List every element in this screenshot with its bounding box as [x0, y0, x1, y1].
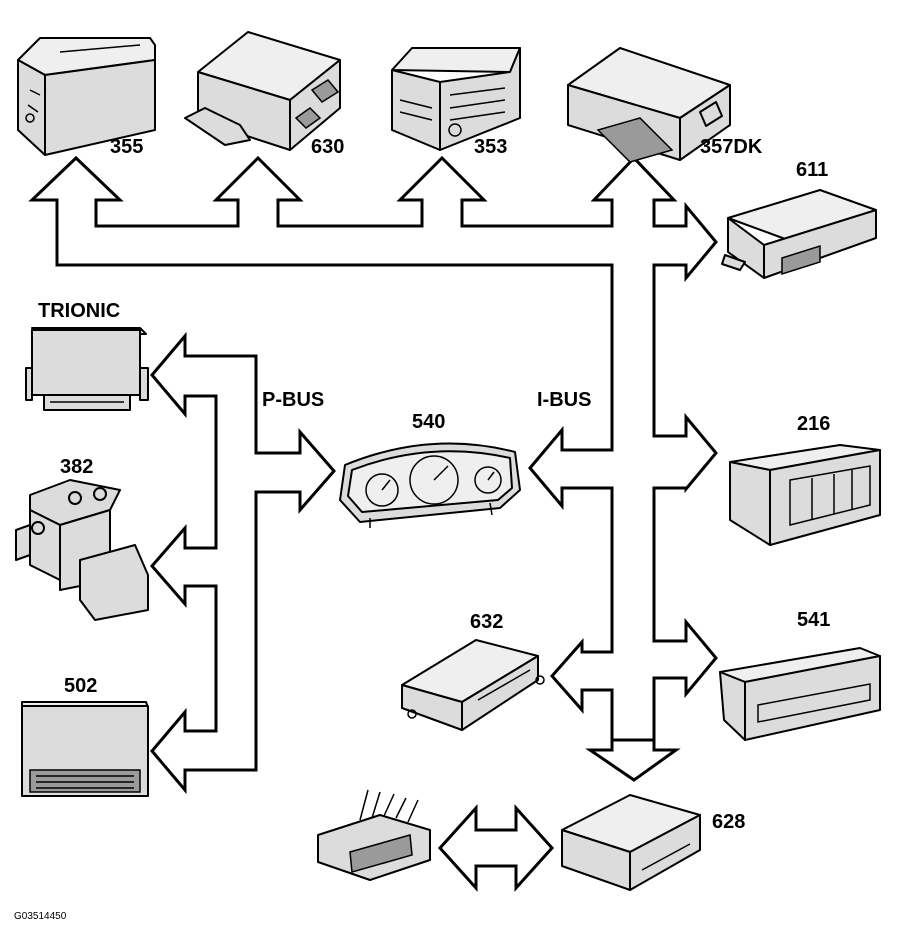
label-353: 353 — [474, 136, 508, 158]
pbus-arrow — [150, 331, 336, 795]
module-541 — [719, 647, 881, 741]
label-502: 502 — [64, 675, 98, 697]
label-382: 382 — [60, 456, 94, 478]
ibus-main-arrow — [28, 155, 718, 742]
module-355 — [17, 37, 156, 156]
label-355: 355 — [110, 136, 144, 158]
label-pbus: P-BUS — [262, 389, 325, 411]
diagnostic-double-arrow — [437, 804, 555, 892]
module-357dk — [567, 47, 731, 163]
module-540-instrument-cluster — [339, 442, 521, 528]
label-541: 541 — [797, 609, 831, 631]
module-382 — [15, 479, 149, 621]
module-632 — [401, 639, 545, 731]
module-630 — [184, 31, 341, 151]
module-611 — [721, 189, 877, 279]
label-216: 216 — [797, 413, 831, 435]
label-630: 630 — [311, 136, 345, 158]
module-502 — [21, 701, 149, 797]
module-353 — [391, 47, 521, 151]
module-216 — [729, 444, 881, 546]
ibus-down-arrow-628 — [585, 738, 681, 782]
figure-reference: G03514450 — [14, 911, 67, 922]
label-trionic: TRIONIC — [38, 300, 121, 322]
label-628: 628 — [712, 811, 746, 833]
label-ibus: I-BUS — [537, 389, 592, 411]
module-628 — [561, 794, 701, 891]
label-357dk: 357DK — [700, 136, 763, 158]
module-trionic — [25, 327, 149, 411]
label-632: 632 — [470, 611, 504, 633]
label-611: 611 — [796, 159, 829, 181]
ibus-top-arrows — [28, 155, 718, 742]
label-540: 540 — [412, 411, 446, 433]
diagnostic-connector — [317, 789, 431, 881]
